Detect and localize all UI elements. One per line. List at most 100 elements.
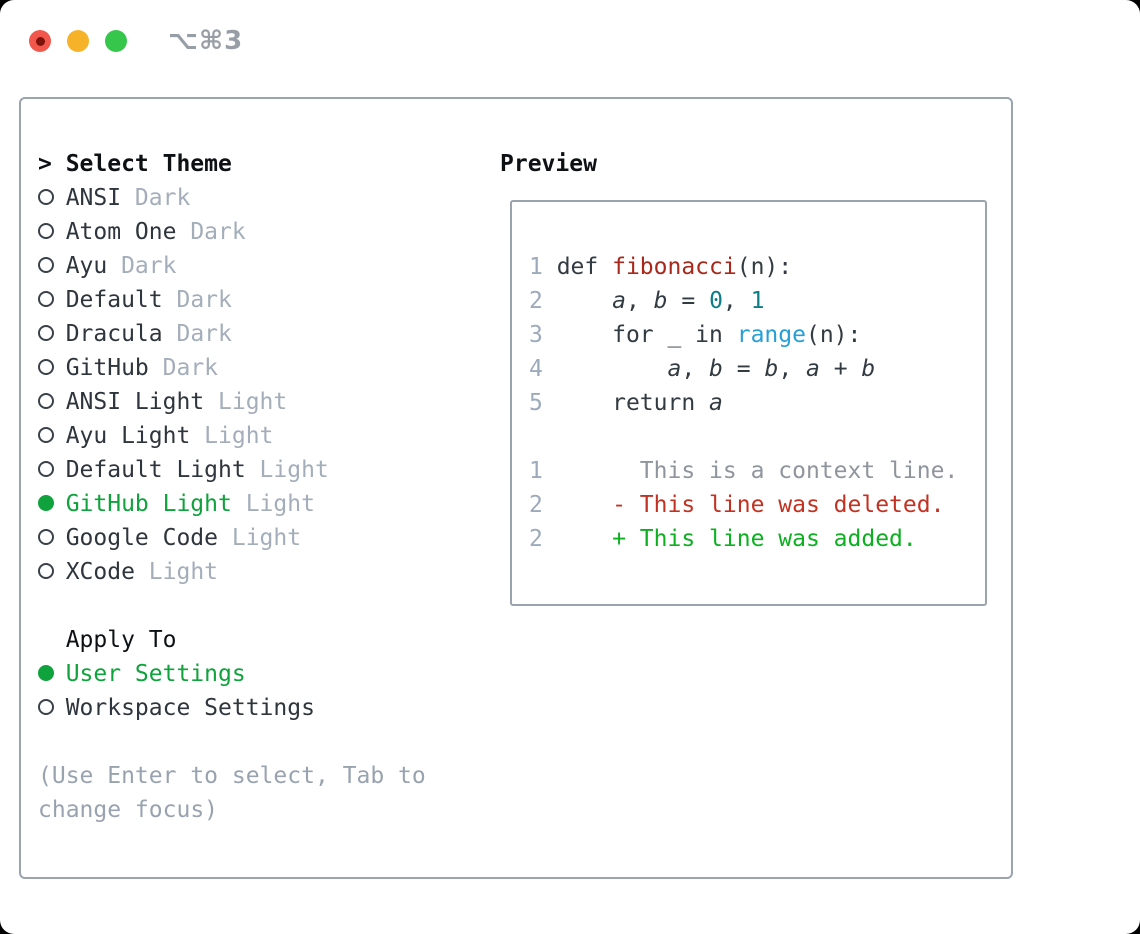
code-line	[529, 420, 985, 454]
radio-icon	[38, 563, 54, 579]
theme-option-github[interactable]: GitHub Dark	[38, 351, 478, 385]
radio-icon	[38, 427, 54, 443]
code-line: 1 This is a context line.	[529, 454, 985, 488]
apply-option-label: Workspace Settings	[65, 695, 315, 721]
minimize-button[interactable]	[67, 30, 89, 52]
code-segment-plain: ,	[722, 288, 751, 314]
theme-name: ANSI Light	[65, 389, 205, 415]
code-segment-plain: ,	[778, 356, 807, 382]
code-segment-variable: b	[764, 356, 779, 382]
apply-to-header: Apply To	[38, 623, 478, 657]
radio-icon	[38, 291, 54, 307]
code-segment-plain: +	[819, 356, 862, 382]
theme-option-ayu[interactable]: Ayu Dark	[38, 249, 478, 283]
code-segment-builtin: range	[736, 322, 806, 348]
theme-name: ANSI	[65, 185, 122, 211]
hint-line: change focus)	[38, 797, 219, 823]
radio-icon	[38, 461, 54, 477]
theme-name: XCode	[65, 559, 135, 585]
theme-variant-badge: Light	[245, 457, 329, 483]
code-segment-plain: ,	[625, 288, 654, 314]
theme-variant-badge: Dark	[162, 287, 232, 313]
line-number: 3	[529, 322, 543, 348]
radio-icon	[38, 393, 54, 409]
theme-option-dracula[interactable]: Dracula Dark	[38, 317, 478, 351]
zoom-button[interactable]	[105, 30, 127, 52]
theme-variant-badge: Light	[218, 525, 302, 551]
theme-variant-badge: Light	[190, 423, 274, 449]
line-number: 2	[529, 288, 543, 314]
theme-name: Atom One	[65, 219, 177, 245]
theme-variant-badge: Light	[231, 491, 315, 517]
line-number: 4	[529, 356, 543, 382]
line-number: 1	[529, 458, 543, 484]
apply-option-workspace-settings[interactable]: Workspace Settings	[38, 691, 478, 725]
code-segment-added: + This line was added.	[556, 526, 917, 552]
code-line: 3 for _ in range(n):	[529, 318, 985, 352]
prompt-icon: >	[38, 151, 52, 177]
code-segment-plain: def	[556, 254, 613, 280]
theme-option-xcode[interactable]: XCode Light	[38, 555, 478, 589]
theme-option-google-code[interactable]: Google Code Light	[38, 521, 478, 555]
theme-option-default-light[interactable]: Default Light Light	[38, 453, 478, 487]
code-segment-deleted: - This line was deleted.	[556, 492, 945, 518]
apply-option-user-settings[interactable]: User Settings	[38, 657, 478, 691]
line-number: 2	[529, 492, 543, 518]
code-segment-number: 1	[750, 288, 765, 314]
line-number: 2	[529, 526, 543, 552]
code-segment-plain: (n):	[736, 254, 793, 280]
theme-name: Dracula	[65, 321, 163, 347]
theme-option-atom-one[interactable]: Atom One Dark	[38, 215, 478, 249]
radio-selected-icon	[38, 665, 54, 681]
titlebar: ⌥⌘3	[29, 26, 243, 56]
keyboard-hint: (Use Enter to select, Tab to change focus…	[38, 759, 478, 827]
code-segment-context: This is a context line.	[556, 458, 959, 484]
code-segment-function: fibonacci	[612, 254, 737, 280]
radio-icon	[38, 529, 54, 545]
theme-variant-badge: Light	[134, 559, 219, 585]
code-segment-number: 0	[709, 288, 723, 314]
unsaved-dot-icon	[35, 36, 45, 46]
code-segment-plain: =	[667, 288, 710, 314]
radio-icon	[38, 359, 54, 375]
code-segment-variable: b	[709, 356, 723, 382]
code-segment-variable: a	[806, 356, 820, 382]
select-theme-title: Select Theme	[65, 151, 232, 177]
code-line: 2 + This line was added.	[529, 522, 985, 556]
theme-option-ansi[interactable]: ANSI Dark	[38, 181, 478, 215]
theme-option-github-light[interactable]: GitHub Light Light	[38, 487, 478, 521]
code-segment-variable: b	[861, 356, 876, 382]
line-number: 1	[529, 254, 543, 280]
code-segment-variable: a	[709, 390, 723, 416]
code-segment-plain: return	[556, 390, 710, 416]
apply-to-title: Apply To	[65, 627, 177, 653]
theme-variant-badge: Light	[204, 389, 288, 415]
theme-variant-badge: Dark	[121, 185, 191, 211]
code-line: 5 return a	[529, 386, 985, 420]
code-segment-plain: =	[722, 356, 765, 382]
select-theme-header: > Select Theme	[38, 147, 478, 181]
code-segment-plain: (n):	[805, 322, 862, 348]
radio-icon	[38, 699, 54, 715]
close-button[interactable]	[29, 30, 51, 52]
theme-name: Ayu Light	[65, 423, 191, 449]
code-line: 2 - This line was deleted.	[529, 488, 985, 522]
theme-option-ayu-light[interactable]: Ayu Light Light	[38, 419, 478, 453]
preview-title: Preview	[500, 151, 597, 177]
theme-option-default[interactable]: Default Dark	[38, 283, 478, 317]
theme-name: Google Code	[65, 525, 219, 551]
radio-icon	[38, 223, 54, 239]
code-segment-plain: ,	[681, 356, 710, 382]
code-segment-plain: for _ in	[556, 322, 737, 348]
radio-icon	[38, 189, 54, 205]
theme-variant-badge: Dark	[176, 219, 246, 245]
radio-icon	[38, 257, 54, 273]
theme-option-ansi-light[interactable]: ANSI Light Light	[38, 385, 478, 419]
hint-line: (Use Enter to select, Tab to	[38, 763, 426, 789]
theme-name: GitHub Light	[65, 491, 232, 517]
theme-name: Ayu	[65, 253, 108, 279]
